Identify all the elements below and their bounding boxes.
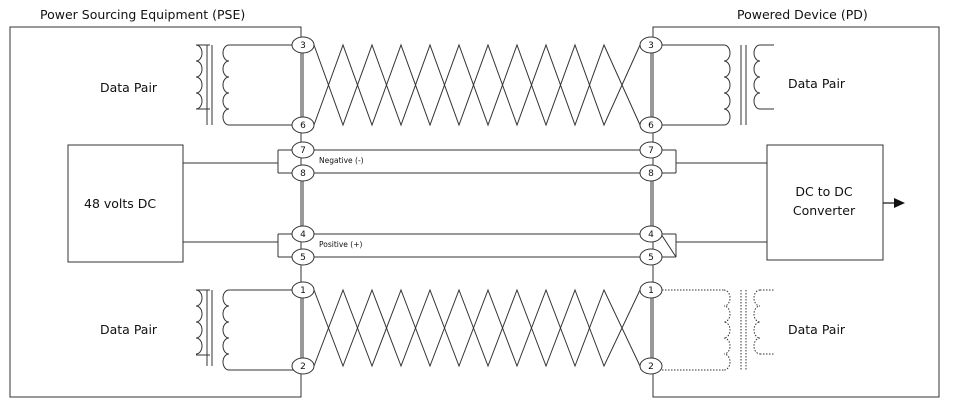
- pse-title: Power Sourcing Equipment (PSE): [40, 7, 245, 22]
- dc-source-label: 48 volts DC: [84, 196, 156, 211]
- svg-text:8: 8: [300, 169, 306, 179]
- twisted-pair-top: [313, 43, 641, 127]
- pse-pin-3: 3: [291, 36, 315, 54]
- svg-text:3: 3: [648, 41, 654, 51]
- bus-lines: [302, 53, 652, 358]
- pd-pin-2: 2: [639, 357, 663, 375]
- data-pair-label-top-left: Data Pair: [100, 80, 158, 95]
- pse-pin-7: 7: [291, 141, 315, 159]
- pd-box: [652, 26, 940, 398]
- svg-text:1: 1: [300, 286, 306, 296]
- pd-pin-7: 7: [639, 141, 663, 159]
- pse-pin-5: 5: [291, 248, 315, 266]
- svg-text:8: 8: [648, 169, 654, 179]
- pd-pin-6: 6: [639, 116, 663, 134]
- pse-pin-4: 4: [291, 225, 315, 243]
- svg-text:2: 2: [300, 362, 306, 372]
- pd-pin-1: 1: [639, 281, 663, 299]
- svg-text:4: 4: [648, 230, 654, 240]
- pse-pin-1: 1: [291, 281, 315, 299]
- pd-pin-4: 4: [639, 225, 663, 243]
- dc-converter-line2: Converter: [793, 203, 856, 218]
- svg-text:7: 7: [648, 146, 654, 156]
- svg-text:4: 4: [300, 230, 306, 240]
- dc-converter-line1: DC to DC: [795, 184, 852, 199]
- negative-label: Negative (-): [319, 156, 364, 165]
- svg-text:1: 1: [648, 286, 654, 296]
- svg-text:3: 3: [300, 41, 306, 51]
- power-wiring: [183, 149, 767, 258]
- pd-pin-8: 8: [639, 164, 663, 182]
- svg-text:5: 5: [300, 253, 306, 263]
- transformer-top-right-icon: [653, 44, 774, 126]
- pd-pin-5: 5: [639, 248, 663, 266]
- svg-text:2: 2: [648, 362, 654, 372]
- pse-pin-6: 6: [291, 116, 315, 134]
- data-pair-label-bottom-right: Data Pair: [788, 322, 846, 337]
- data-pair-label-top-right: Data Pair: [788, 76, 846, 91]
- pd-pin-3: 3: [639, 36, 663, 54]
- data-pair-label-bottom-left: Data Pair: [100, 322, 158, 337]
- positive-label: Positive (+): [319, 240, 363, 249]
- svg-text:6: 6: [648, 121, 654, 131]
- output-arrow-icon: [883, 198, 905, 208]
- pd-title: Powered Device (PD): [737, 7, 868, 22]
- pse-pin-2: 2: [291, 357, 315, 375]
- transformer-bottom-right-icon: [653, 289, 774, 371]
- twisted-pair-bottom: [313, 288, 641, 368]
- svg-text:5: 5: [648, 253, 654, 263]
- transformer-bottom-left-icon: [195, 289, 301, 371]
- svg-text:7: 7: [300, 146, 306, 156]
- svg-text:6: 6: [300, 121, 306, 131]
- transformer-top-left-icon: [195, 44, 301, 126]
- pse-pin-8: 8: [291, 164, 315, 182]
- dc-source-box: [67, 144, 184, 263]
- pse-box: [9, 26, 302, 398]
